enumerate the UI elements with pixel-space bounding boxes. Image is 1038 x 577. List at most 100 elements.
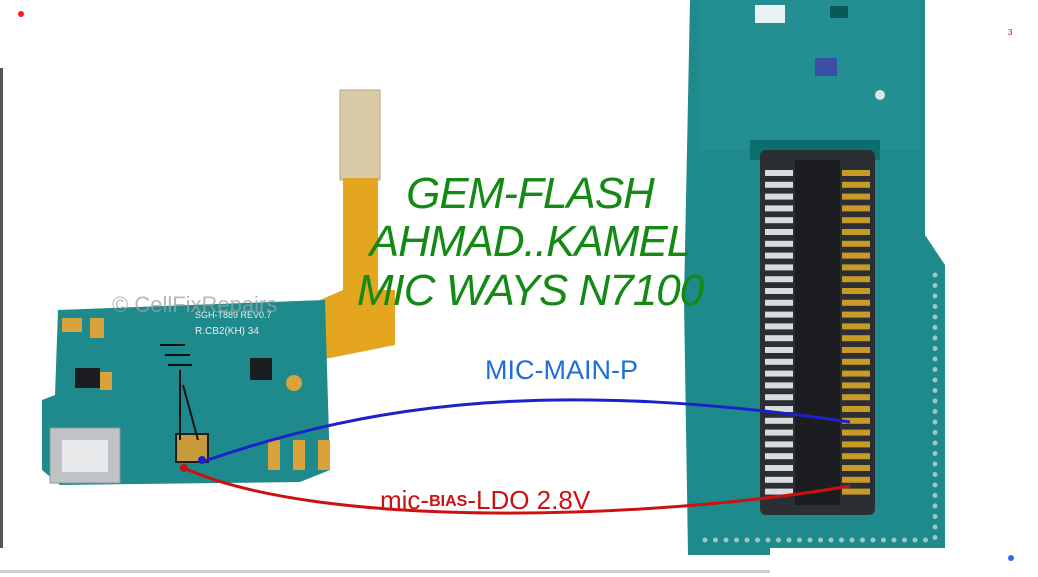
connector-pin	[765, 358, 793, 365]
via	[776, 537, 781, 543]
mic-main-p-wire	[201, 398, 851, 464]
via	[755, 537, 760, 543]
title-block: GEM-FLASH AHMAD..KAMEL MIC WAYS N7100	[320, 169, 740, 315]
via	[932, 535, 938, 540]
connector-pin	[765, 370, 793, 377]
connector-pin	[842, 240, 870, 247]
connector-pin	[842, 170, 870, 176]
connector-pin	[765, 276, 793, 283]
title-line-2: AHMAD..KAMEL	[369, 217, 692, 267]
via	[932, 409, 938, 414]
connector-pin	[765, 311, 793, 318]
red-dot	[18, 11, 24, 17]
via	[932, 304, 938, 309]
blue-dot	[1008, 555, 1014, 561]
connector-pin	[765, 323, 793, 330]
via	[912, 537, 918, 543]
connector-pins-left	[765, 170, 793, 495]
corner-mark: 3	[1008, 28, 1013, 37]
connector-pin	[765, 288, 793, 294]
connector-pin	[842, 205, 870, 212]
via	[902, 537, 907, 543]
via	[891, 537, 897, 543]
connector-pin	[765, 181, 793, 188]
left-rule	[0, 68, 3, 548]
connector-pin	[842, 453, 870, 460]
via	[932, 493, 938, 498]
connector-pin	[765, 252, 793, 259]
via	[923, 537, 928, 543]
via	[932, 356, 938, 362]
connector-pin	[842, 276, 870, 283]
via	[932, 440, 938, 446]
connector-pin	[765, 347, 793, 353]
via	[723, 537, 729, 543]
connector-pin	[842, 476, 870, 483]
connector-pin	[842, 288, 870, 294]
connector-pin	[842, 217, 870, 224]
via	[932, 346, 938, 351]
connector-pin	[842, 229, 870, 235]
connector-pin	[842, 370, 870, 377]
connector-pin	[842, 264, 870, 271]
connector-pin	[842, 441, 870, 448]
connector-pin	[765, 205, 793, 212]
connector-pin	[765, 264, 793, 271]
via	[932, 451, 938, 456]
title-line-3: MIC WAYS N7100	[356, 265, 704, 315]
connector-pin	[765, 394, 793, 401]
via	[932, 503, 938, 509]
mic-bias-wire	[183, 466, 851, 515]
via	[932, 335, 938, 341]
via	[932, 482, 938, 488]
via	[744, 537, 750, 543]
via	[828, 537, 834, 543]
via	[860, 537, 865, 543]
via	[786, 537, 792, 543]
connector-pin	[765, 217, 793, 224]
connector-pin	[842, 358, 870, 365]
via	[702, 537, 708, 543]
board-label-2: R.CB2(KH) 34	[195, 326, 259, 337]
connector-pin	[842, 429, 870, 436]
via	[932, 472, 938, 477]
connector-pin	[765, 406, 793, 412]
via	[870, 537, 876, 543]
connector-pin	[765, 299, 793, 306]
connector-pin	[765, 417, 793, 424]
via	[932, 272, 938, 278]
connector-pin	[765, 193, 793, 200]
mic-bias-label: mic-BIAS-LDO 2.8V	[380, 485, 590, 516]
connector-pin	[765, 476, 793, 483]
bias-label-prefix: mic-	[380, 485, 430, 515]
connector-pin	[842, 335, 870, 342]
via	[849, 537, 855, 543]
bias-label-emphasis: BIAS	[429, 493, 468, 510]
via	[932, 367, 938, 372]
connector-pin	[765, 170, 793, 176]
connector-pin	[842, 465, 870, 471]
connector-pin	[765, 441, 793, 448]
via	[881, 537, 886, 543]
connector-pin	[842, 488, 870, 495]
connector-pin	[842, 193, 870, 200]
title-line-1: GEM-FLASH	[406, 169, 655, 218]
connector-pin	[842, 406, 870, 412]
connector-pin	[765, 465, 793, 471]
sub-board	[42, 300, 330, 485]
via	[932, 398, 938, 404]
via	[932, 293, 938, 299]
main-board	[684, 0, 945, 555]
via	[932, 314, 938, 320]
via	[765, 537, 771, 543]
via	[932, 461, 938, 467]
connector-pin	[842, 252, 870, 259]
via	[734, 537, 739, 543]
mic-main-p-label: MIC-MAIN-P	[485, 355, 638, 385]
via	[932, 388, 938, 393]
connector-pin	[765, 488, 793, 495]
board-label-1: SGH-T889 REV0.7	[195, 310, 272, 320]
bottom-rule	[0, 570, 770, 573]
